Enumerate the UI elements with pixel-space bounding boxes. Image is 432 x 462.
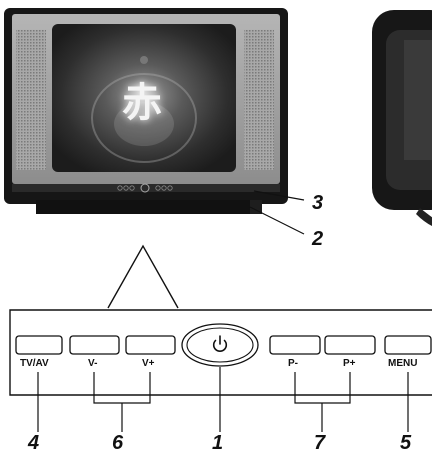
tv-av-button[interactable] (15, 335, 63, 355)
power-button[interactable] (181, 323, 259, 367)
tv-side (372, 10, 432, 226)
v-plus-button[interactable] (125, 335, 176, 355)
speaker-grille-right (244, 30, 274, 170)
menu-button[interactable] (384, 335, 432, 355)
p-minus-button[interactable] (269, 335, 321, 355)
panel-buttons (15, 335, 432, 355)
zoom-pointer (107, 244, 179, 309)
p-plus-button[interactable] (324, 335, 376, 355)
tv-front (4, 8, 288, 214)
tv-screen (52, 24, 236, 172)
callout-leaders-bottom (37, 367, 409, 432)
front-control-strip (117, 183, 173, 193)
power-icon (212, 335, 228, 352)
v-minus-button[interactable] (69, 335, 120, 355)
callout-leaders-top (249, 190, 305, 235)
speaker-grille-left (16, 30, 46, 170)
tv-stand (36, 200, 256, 214)
